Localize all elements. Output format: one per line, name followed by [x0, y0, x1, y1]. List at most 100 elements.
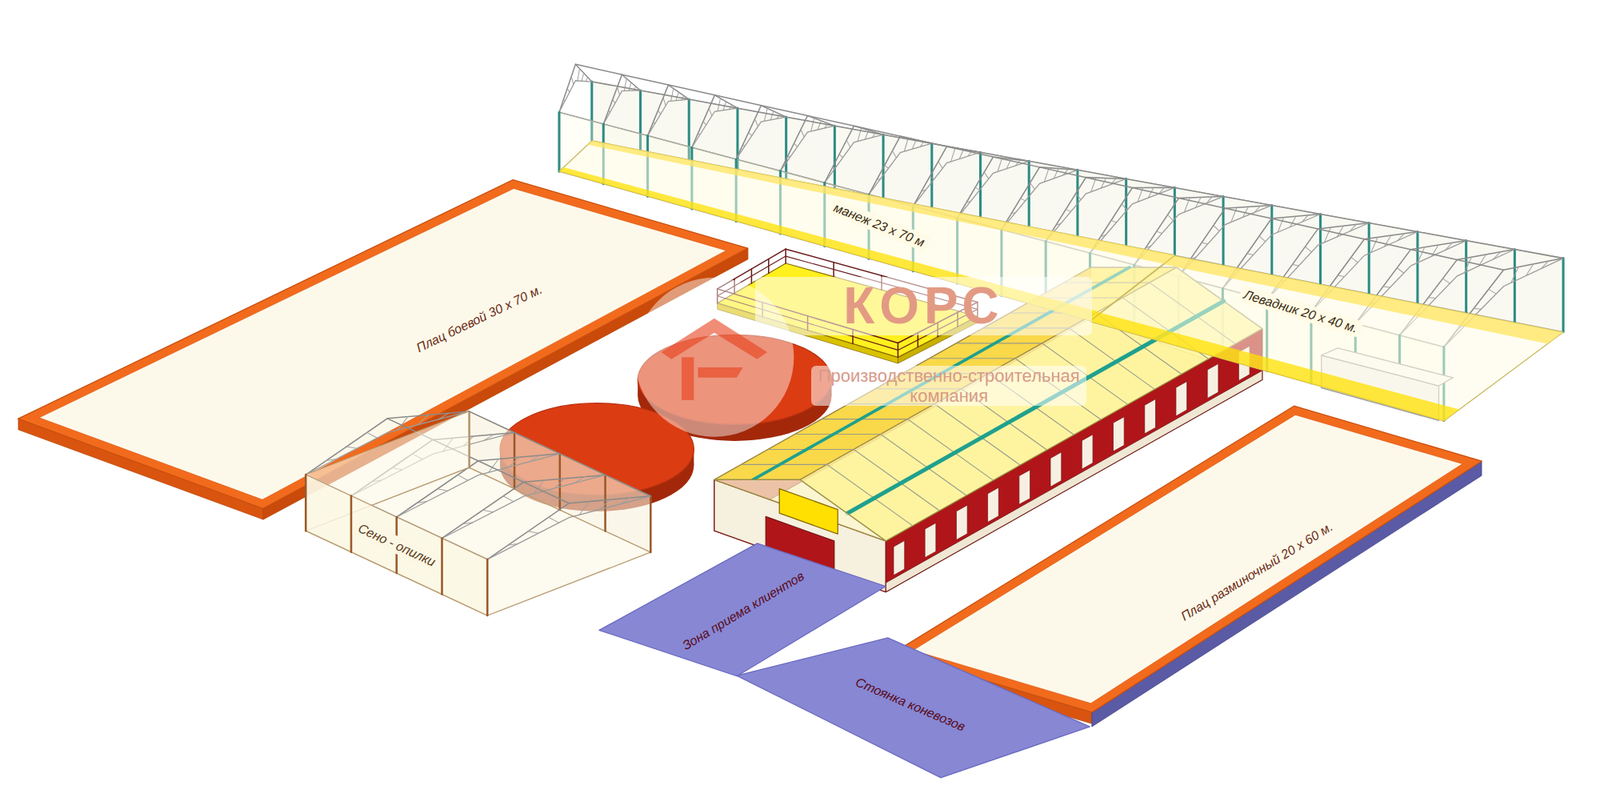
shed-truss	[442, 474, 606, 538]
manege-truss	[603, 74, 640, 124]
shed-column	[350, 496, 353, 552]
manege-truss-web	[892, 150, 897, 158]
manege-truss-web	[1349, 224, 1356, 232]
manege-column	[1028, 160, 1031, 227]
manege-truss-web	[975, 187, 980, 190]
manege-truss-web	[608, 111, 611, 112]
manege-truss-web	[657, 110, 660, 115]
manege-truss	[559, 64, 592, 112]
manege-truss-web	[884, 165, 889, 169]
manege-truss-web	[1351, 256, 1358, 262]
shed-column	[304, 474, 308, 531]
shed-truss-web	[508, 456, 520, 467]
manege-truss	[1001, 167, 1078, 230]
shed-truss	[488, 496, 652, 560]
manege-truss-web	[617, 87, 620, 96]
manege-column	[1416, 232, 1419, 304]
manege-floor-band	[1089, 312, 1460, 420]
manege-column	[1270, 204, 1273, 274]
shed-truss-web	[600, 499, 611, 509]
manege-truss-web	[663, 97, 666, 106]
stable-roof-stripe	[752, 267, 1130, 480]
manege-truss-web	[912, 140, 916, 150]
manege-truss-web	[1044, 168, 1049, 182]
manege-truss-web	[1259, 236, 1266, 242]
manege-truss-web	[742, 144, 746, 147]
manege-truss-web	[1540, 260, 1548, 268]
manege-truss-web	[1302, 215, 1309, 222]
manege-truss-web	[1076, 193, 1081, 200]
manege-truss-web	[1488, 288, 1496, 294]
manege-truss-web	[1254, 205, 1260, 212]
shed-truss-web	[503, 496, 514, 502]
manege-truss-web	[793, 143, 797, 147]
stall-door	[893, 540, 905, 575]
manege-truss-web	[1145, 245, 1152, 248]
shed-truss-web	[554, 478, 565, 488]
manege-truss-web	[1396, 268, 1404, 273]
manege-truss-web	[1011, 212, 1016, 214]
manege-truss-web	[1525, 264, 1533, 276]
manege-truss-web	[1056, 223, 1061, 225]
manege-truss	[824, 125, 884, 183]
stable-truss	[795, 433, 967, 496]
manege-truss-web	[1100, 234, 1107, 237]
manege-truss	[1045, 177, 1127, 242]
manege-truss-web	[612, 99, 616, 104]
manege-truss-chord	[648, 99, 690, 136]
watermark-text: КОРС	[755, 276, 1092, 336]
manege-truss-web	[1065, 209, 1071, 212]
plaza-frame	[892, 406, 1482, 713]
shed-truss-web	[620, 497, 631, 504]
shed-truss-web	[483, 509, 494, 512]
manege-truss-web	[697, 133, 701, 136]
manege-column	[557, 112, 560, 172]
manege-truss-web	[966, 200, 972, 203]
zone-area	[736, 637, 1090, 778]
parking-zone: Стоянка коневозов	[729, 630, 1097, 784]
manege-truss-web	[1371, 236, 1378, 252]
manege-truss-web	[904, 138, 908, 152]
manege-column	[1513, 249, 1516, 323]
arena-building: Левадник 20 х 40 м.	[1081, 250, 1572, 429]
manege-truss-web	[585, 77, 588, 82]
manege-truss-web	[1305, 246, 1312, 252]
manege-truss-web	[671, 88, 674, 102]
manege-truss-web	[846, 140, 851, 148]
node-outline	[1081, 250, 1572, 429]
manege-truss-web	[1292, 264, 1300, 266]
manege-truss-web	[929, 176, 934, 179]
shed-truss-web	[508, 543, 519, 545]
manege-column	[833, 125, 836, 188]
manege-truss-web	[624, 78, 627, 91]
manege-truss-web	[817, 120, 821, 130]
manege-floor	[1089, 255, 1564, 420]
manege-truss-chord	[868, 143, 932, 195]
stall-door	[924, 522, 936, 557]
plaza-ground	[912, 415, 1463, 704]
manege-truss-web	[1121, 204, 1128, 211]
manege-floor-band	[1164, 255, 1564, 344]
stall-door	[1081, 434, 1093, 469]
manege-truss-web	[1111, 220, 1117, 223]
manege-truss-web	[567, 88, 570, 92]
shed-front-wall	[306, 474, 488, 616]
shed-eave	[469, 411, 652, 496]
shed-truss-web	[417, 500, 428, 503]
watermark-text: Производственно-строительная компания	[811, 365, 1087, 407]
node-outline	[297, 404, 658, 623]
manege-truss-web	[1289, 216, 1296, 227]
shed-truss-web	[347, 446, 358, 448]
stable-truss	[714, 479, 886, 541]
manege-truss-web	[628, 82, 632, 91]
stable-sign	[779, 488, 838, 535]
shed-truss-web	[548, 516, 560, 523]
manege-truss-web	[1464, 256, 1472, 272]
manege-truss-web	[984, 172, 989, 179]
manege-truss-web	[770, 111, 774, 120]
manege-truss-web	[1337, 275, 1344, 276]
storage-shed: Сено - опилки	[297, 404, 658, 623]
manege-column	[1464, 240, 1468, 313]
manege-column	[1222, 196, 1225, 265]
manege-truss-web	[1168, 214, 1174, 220]
